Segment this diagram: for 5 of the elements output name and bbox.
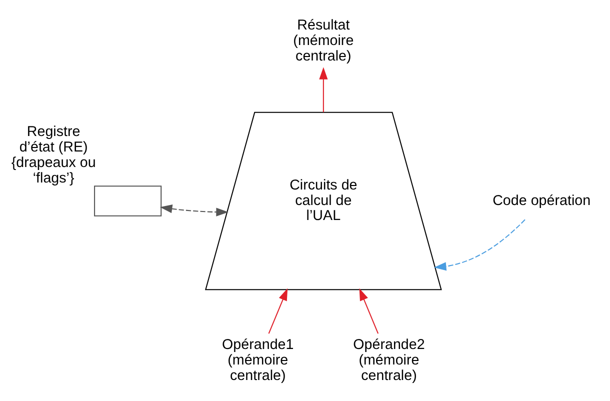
node-text: Opérande2 (mémoire centrale) [353, 336, 425, 384]
node-text: Code opération [492, 192, 591, 208]
node-label: Registre d’état (RE) {drapeaux ou ‘flags’} [11, 124, 96, 186]
node-text: Opérande1 (mémoire centrale) [222, 336, 294, 384]
node-text: Résultat (mémoire centrale) [293, 17, 354, 64]
